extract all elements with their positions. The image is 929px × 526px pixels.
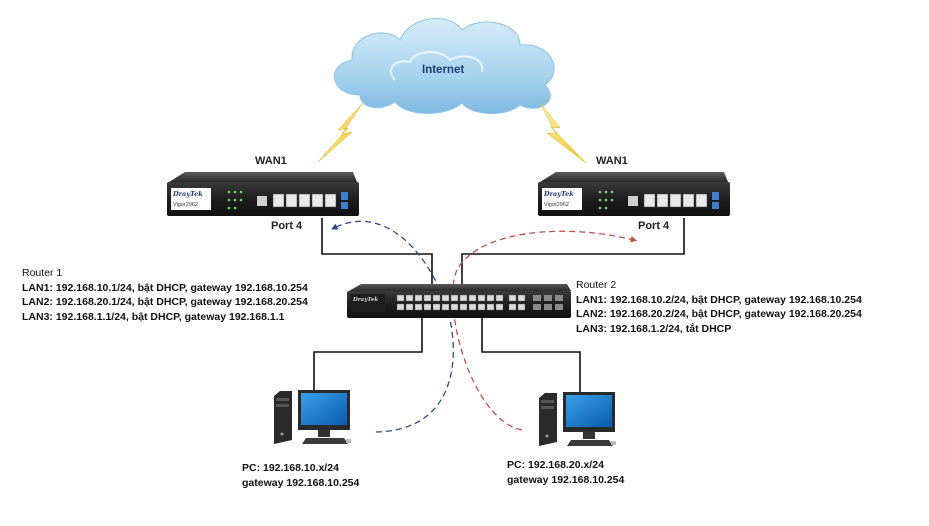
router2-lan1: LAN1: 192.168.10.2/24, bật DHCP, gateway… (576, 293, 862, 306)
cloud-icon (334, 18, 555, 114)
network-cables (313, 218, 685, 392)
pc2-gateway: gateway 192.168.10.254 (507, 473, 625, 486)
router1-title: Router 1 (22, 267, 63, 279)
router1-lan3: LAN3: 192.168.1.1/24, bật DHCP, gateway … (22, 310, 285, 323)
switch-brand: DrayTek (352, 297, 378, 303)
router1-lan2: LAN2: 192.168.20.1/24, bật DHCP, gateway… (22, 296, 308, 308)
red-traffic-path (452, 230, 638, 431)
router2-model: Vigor2962 (544, 202, 569, 208)
pc1-info: PC: 192.168.10.x/24 gateway 192.168.10.2… (242, 461, 359, 490)
router2-brand: DrayTek (543, 190, 574, 198)
pc2-info: PC: 192.168.20.x/24 gateway 192.168.10.2… (507, 458, 624, 487)
router2-lan2: LAN2: 192.168.20.2/24, bật DHCP, gateway… (576, 308, 862, 320)
lightning-icon (317, 103, 363, 163)
internet-label: Internet (422, 64, 465, 76)
switch-icon: DrayTek (347, 284, 571, 318)
router2-title: Router 2 (576, 279, 617, 291)
pc2-ip: PC: 192.168.20.x/24 (507, 459, 604, 471)
pc-icon (274, 390, 351, 444)
blue-traffic-path (331, 220, 454, 433)
router1-wan-label: WAN1 (255, 155, 287, 167)
router1-lan1: LAN1: 192.168.10.1/24, bật DHCP, gateway… (22, 281, 308, 294)
pc-icon (539, 392, 616, 446)
router-icon: DrayTek Vigor2962 (538, 172, 730, 216)
router1-port-label: Port 4 (271, 220, 303, 232)
router2-lan3: LAN3: 192.168.1.2/24, tắt DHCP (576, 322, 732, 335)
router2-wan-label: WAN1 (596, 155, 628, 167)
router2-port-label: Port 4 (638, 220, 670, 232)
pc1-gateway: gateway 192.168.10.254 (242, 476, 360, 489)
pc1-ip: PC: 192.168.10.x/24 (242, 462, 339, 474)
router1-brand: DrayTek (172, 190, 203, 198)
router1-info: Router 1 LAN1: 192.168.10.1/24, bật DHCP… (22, 266, 308, 324)
router-icon: DrayTek Vigor2962 (167, 172, 359, 216)
router2-info: Router 2 LAN1: 192.168.10.2/24, bật DHCP… (576, 278, 862, 336)
lightning-icon (539, 102, 587, 164)
router1-model: Vigor2962 (173, 202, 198, 208)
